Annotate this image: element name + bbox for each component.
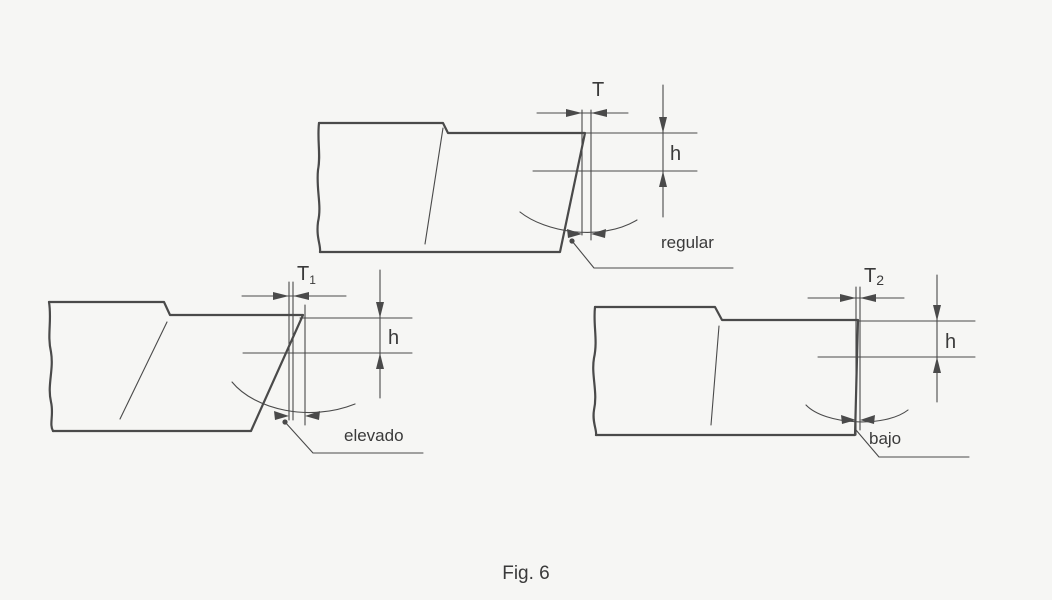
t-arrow-right-bajo [860, 294, 876, 302]
t-arrow-left-bajo [840, 294, 856, 302]
panel-elevado: T1 h elevado [47, 263, 424, 454]
t-arrow-right-regular [591, 109, 607, 117]
arc-arrow-left-regular [567, 229, 582, 238]
tool-body-bajo [593, 305, 860, 437]
label-regular: regular [661, 233, 714, 252]
leader-line-bajo [855, 429, 970, 458]
arc-arrow-right-bajo [860, 415, 875, 424]
t-label-elevado: T1 [297, 263, 316, 287]
h-label-elevado: h [388, 327, 399, 349]
figure-caption: Fig. 6 [502, 563, 550, 584]
h-arrow-bottom-elevado [376, 353, 384, 369]
h-label-regular: h [670, 143, 681, 165]
swing-arc-bajo [805, 404, 909, 423]
h-arrow-top-elevado [376, 302, 384, 318]
h-arrow-top-bajo [933, 305, 941, 321]
leader-line-regular [571, 240, 734, 269]
arc-arrow-left-bajo [841, 415, 856, 424]
leader-line-elevado [284, 421, 424, 454]
h-label-bajo: h [945, 331, 956, 353]
h-arrow-bottom-regular [659, 171, 667, 187]
panel-regular: T h regular [316, 79, 734, 269]
t-label-bajo: T2 [864, 265, 884, 288]
t-arrow-left-elevado [273, 292, 289, 300]
t-arrow-right-elevado [293, 292, 309, 300]
label-bajo: bajo [869, 429, 901, 448]
t-arrow-left-regular [566, 109, 582, 117]
h-arrow-top-regular [659, 117, 667, 133]
tool-edge-elevado [119, 321, 168, 420]
arc-arrow-right-regular [591, 229, 606, 238]
tool-body-elevado [47, 300, 305, 433]
arc-arrow-right-elevado [305, 411, 320, 420]
tool-break-elevado [47, 300, 55, 433]
swing-arc-elevado [231, 381, 356, 414]
panel-bajo: T2 h bajo [592, 265, 976, 458]
h-arrow-bottom-bajo [933, 357, 941, 373]
tool-break-bajo [592, 305, 598, 437]
swing-arc-regular [519, 211, 638, 233]
tool-body-regular [317, 121, 587, 254]
tool-edge-bajo [710, 325, 720, 426]
label-elevado: elevado [344, 426, 404, 445]
tool-edge-regular [424, 127, 444, 245]
arc-arrow-left-elevado [274, 411, 289, 420]
tool-break-regular [316, 121, 322, 254]
t-label-regular: T [592, 79, 604, 101]
